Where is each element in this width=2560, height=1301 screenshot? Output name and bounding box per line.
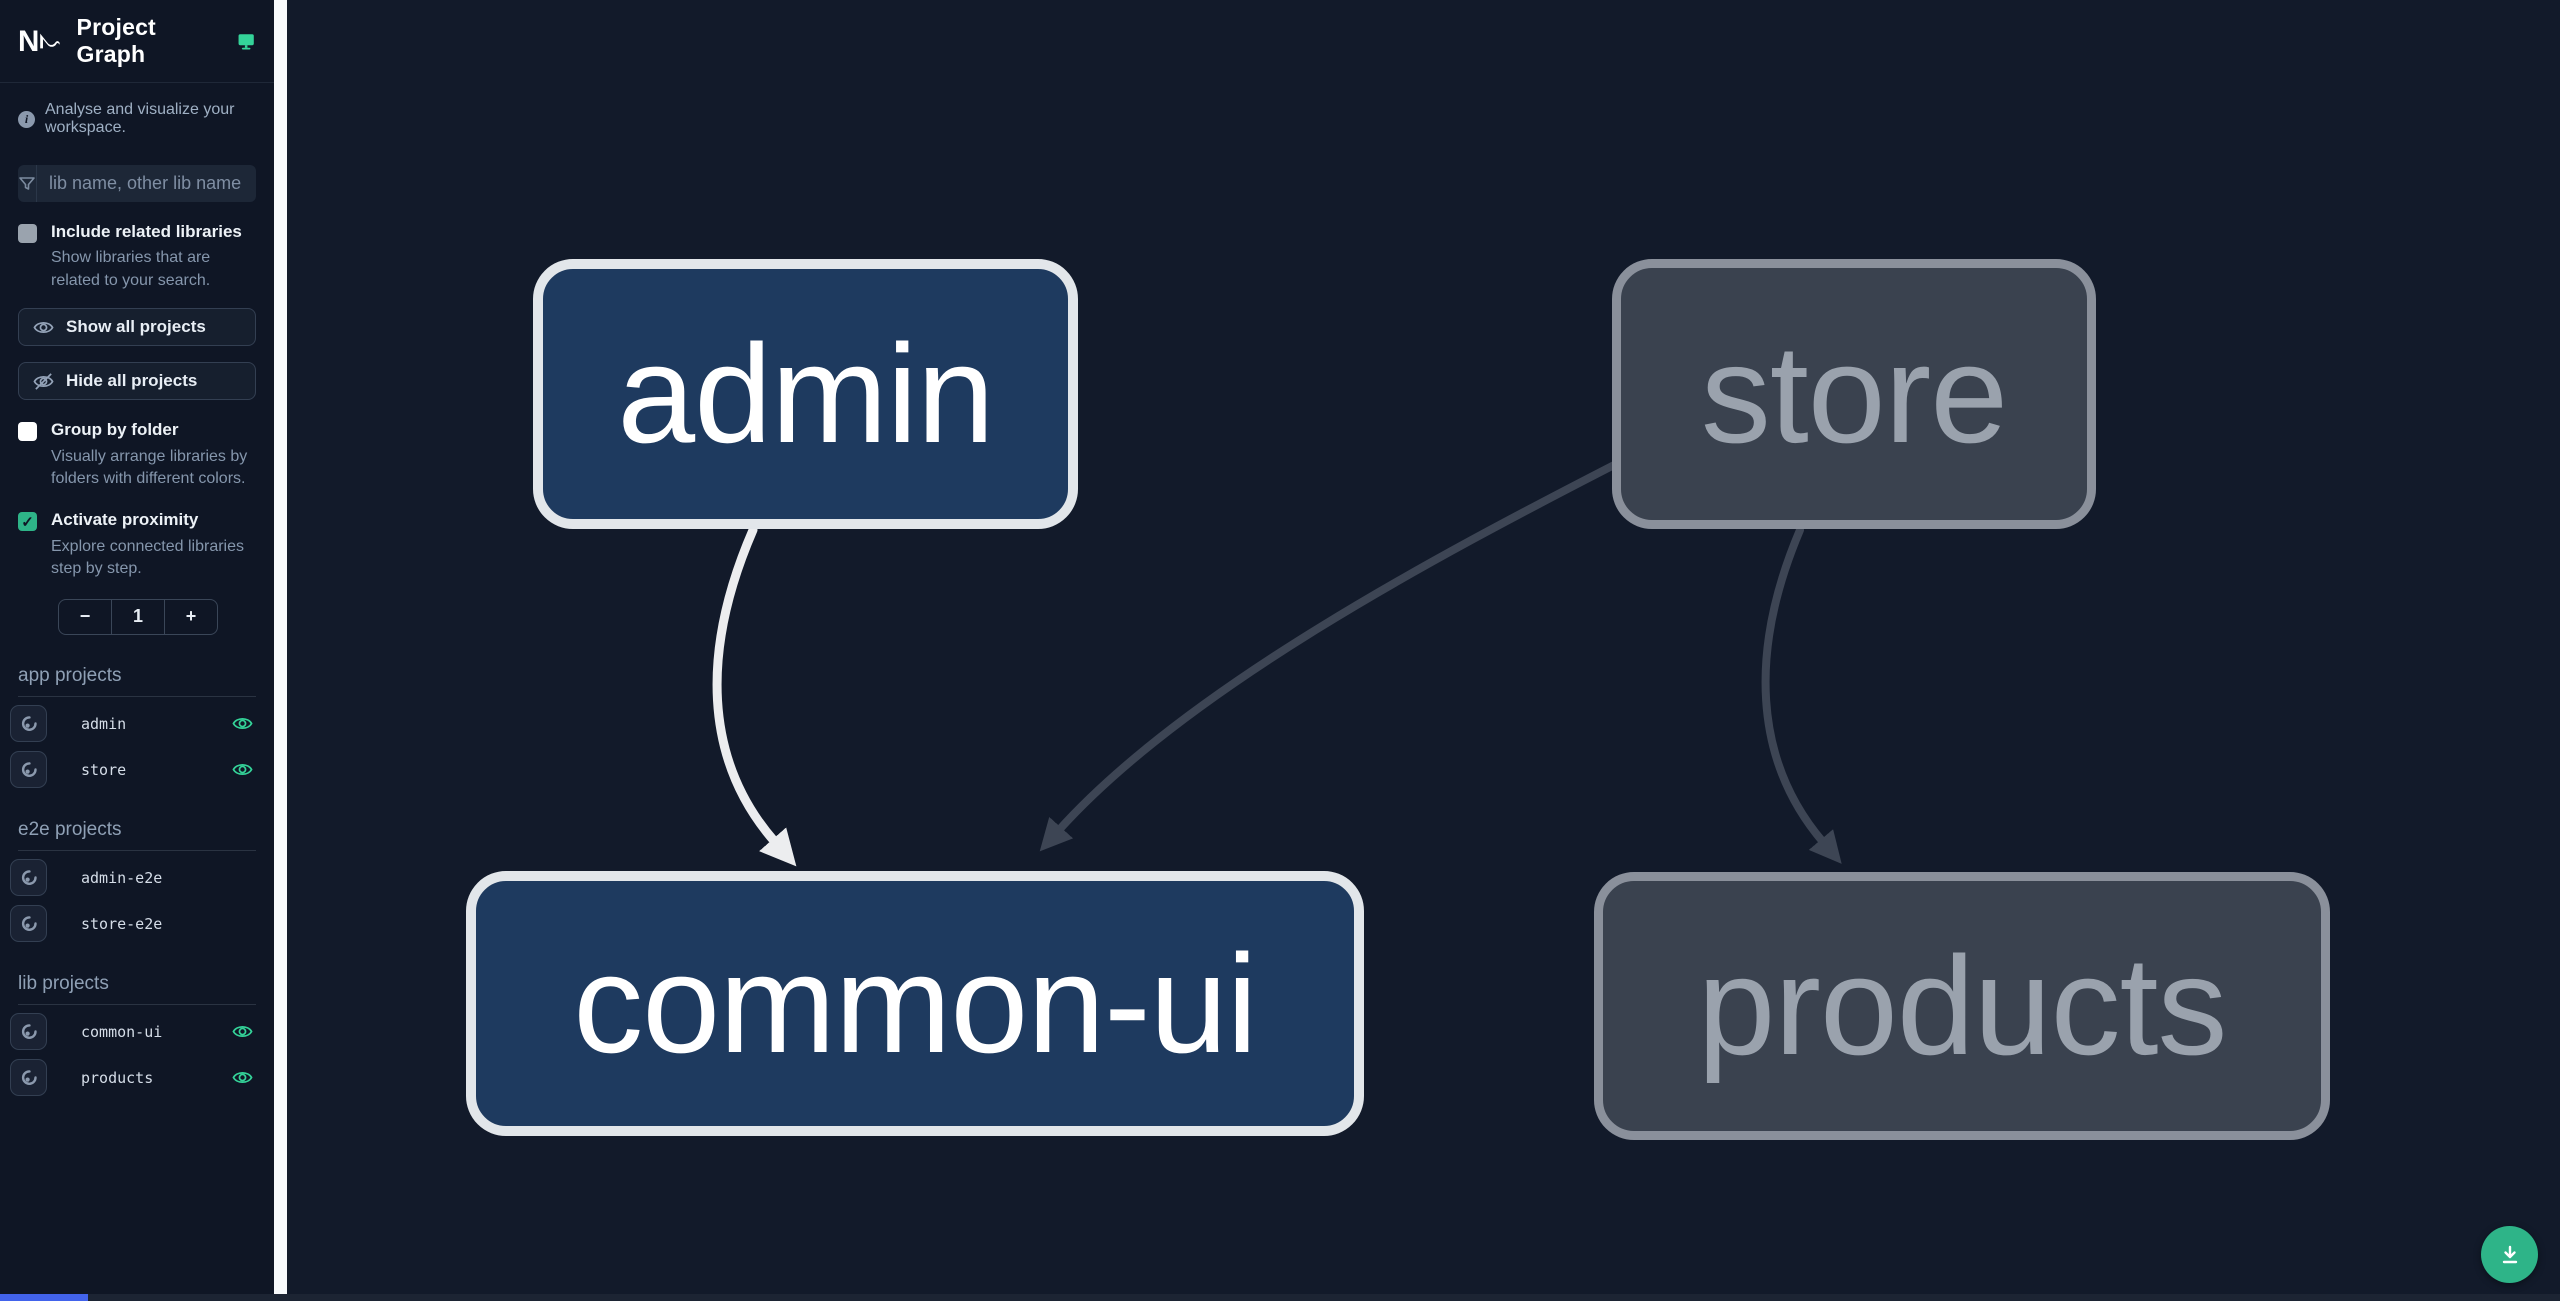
section-title: e2e projects bbox=[18, 819, 256, 851]
project-row-common-ui: common-ui bbox=[10, 1013, 256, 1051]
nx-logo: N bbox=[18, 25, 60, 57]
toggle-visibility-eye-icon[interactable] bbox=[230, 1066, 254, 1090]
project-row-admin: admin bbox=[10, 705, 256, 743]
activate-proximity-description: Explore connected libraries step by step… bbox=[51, 537, 244, 578]
focus-icon bbox=[21, 761, 37, 777]
graph-node-store[interactable]: store bbox=[1612, 259, 2096, 529]
group-by-folder-description: Visually arrange libraries by folders wi… bbox=[51, 447, 248, 487]
workspace-tagline: i Analyse and visualize your workspace. bbox=[0, 83, 274, 143]
focus-project-button[interactable] bbox=[10, 1013, 47, 1051]
focus-project-button[interactable] bbox=[10, 905, 47, 943]
hide-all-projects-button[interactable]: Hide all projects bbox=[18, 362, 256, 401]
horizontal-scrollbar-thumb[interactable] bbox=[0, 1294, 88, 1301]
project-row-admin-e2e: admin-e2e bbox=[10, 859, 256, 897]
download-icon bbox=[2502, 1245, 2517, 1263]
section-lib-projects: lib projects common-ui bbox=[10, 973, 256, 1097]
hide-all-label: Hide all projects bbox=[66, 371, 198, 391]
graph-node-products[interactable]: products bbox=[1594, 872, 2330, 1140]
focus-icon bbox=[21, 1069, 37, 1085]
graph-node-common-ui[interactable]: common-ui bbox=[466, 871, 1364, 1136]
show-all-label: Show all projects bbox=[66, 317, 206, 337]
show-all-projects-button[interactable]: Show all projects bbox=[18, 308, 256, 347]
edge-admin-to-common-ui[interactable] bbox=[712, 525, 797, 867]
focus-icon bbox=[21, 915, 37, 931]
project-row-store: store bbox=[10, 751, 256, 789]
include-related-description: Show libraries that are related to your … bbox=[51, 249, 211, 289]
funnel-icon bbox=[18, 165, 37, 202]
edge-store-to-products[interactable] bbox=[1761, 526, 1842, 864]
include-related-label: Include related libraries bbox=[51, 222, 242, 241]
group-by-folder-label: Group by folder bbox=[51, 420, 179, 440]
focus-project-button[interactable] bbox=[10, 859, 47, 897]
project-name[interactable]: admin bbox=[81, 714, 127, 733]
toggle-visibility-eye-icon[interactable] bbox=[230, 1020, 254, 1044]
svg-text:N: N bbox=[18, 25, 39, 57]
activate-proximity-checkbox[interactable]: ✓ bbox=[18, 512, 37, 532]
focus-icon bbox=[21, 1023, 37, 1039]
toggle-visibility-eye-icon[interactable] bbox=[230, 758, 254, 782]
include-related-checkbox[interactable] bbox=[18, 224, 37, 243]
filter-box bbox=[18, 165, 256, 202]
project-name[interactable]: common-ui bbox=[81, 1022, 163, 1041]
section-e2e-projects: e2e projects admin-e2e store-e2 bbox=[10, 819, 256, 943]
eye-icon bbox=[33, 321, 54, 333]
eye-off-icon bbox=[33, 372, 54, 390]
proximity-value: 1 bbox=[111, 599, 165, 634]
project-name[interactable]: admin-e2e bbox=[81, 868, 163, 887]
tagline-text: Analyse and visualize your workspace. bbox=[45, 101, 235, 136]
download-graph-button[interactable] bbox=[2481, 1226, 2538, 1283]
sidebar-resize-handle[interactable] bbox=[274, 0, 287, 1301]
proximity-decrement-button[interactable]: − bbox=[79, 606, 91, 627]
include-related-row: Include related libraries Show libraries… bbox=[0, 202, 274, 292]
activate-proximity-label: Activate proximity bbox=[51, 510, 199, 530]
project-name[interactable]: store bbox=[81, 760, 127, 779]
graph-canvas[interactable]: admin store common-ui products bbox=[287, 0, 2560, 1301]
sidebar: N Project Graph i Analyse and visualize … bbox=[0, 0, 274, 1301]
sidebar-header: N Project Graph bbox=[0, 0, 274, 83]
info-icon: i bbox=[18, 110, 35, 128]
focus-project-button[interactable] bbox=[10, 751, 47, 789]
activate-proximity-row: ✓ Activate proximity Explore connected l… bbox=[0, 490, 274, 580]
graph-node-admin[interactable]: admin bbox=[533, 259, 1078, 529]
horizontal-scrollbar[interactable] bbox=[0, 1294, 2560, 1301]
toggle-visibility-eye-icon[interactable] bbox=[230, 712, 254, 736]
group-by-folder-row: Group by folder Visually arrange librari… bbox=[0, 400, 274, 490]
section-app-projects: app projects admin bbox=[10, 665, 256, 789]
graph-edges bbox=[712, 460, 1842, 867]
project-row-store-e2e: store-e2e bbox=[10, 905, 256, 943]
focus-icon bbox=[21, 869, 37, 885]
project-name[interactable]: products bbox=[81, 1068, 154, 1087]
project-name[interactable]: store-e2e bbox=[81, 914, 163, 933]
group-by-folder-checkbox[interactable] bbox=[18, 422, 37, 442]
theme-monitor-icon[interactable] bbox=[236, 30, 256, 52]
focus-icon bbox=[21, 715, 37, 731]
proximity-stepper: − 1 + bbox=[58, 598, 218, 635]
proximity-increment-button[interactable]: + bbox=[185, 606, 197, 627]
filter-input[interactable] bbox=[37, 165, 256, 202]
page-title: Project Graph bbox=[76, 14, 156, 67]
focus-project-button[interactable] bbox=[10, 705, 47, 743]
focus-project-button[interactable] bbox=[10, 1059, 47, 1097]
edge-store-to-common-ui[interactable] bbox=[1039, 460, 1620, 852]
section-title: lib projects bbox=[18, 973, 256, 1005]
section-title: app projects bbox=[18, 665, 256, 697]
project-row-products: products bbox=[10, 1059, 256, 1097]
